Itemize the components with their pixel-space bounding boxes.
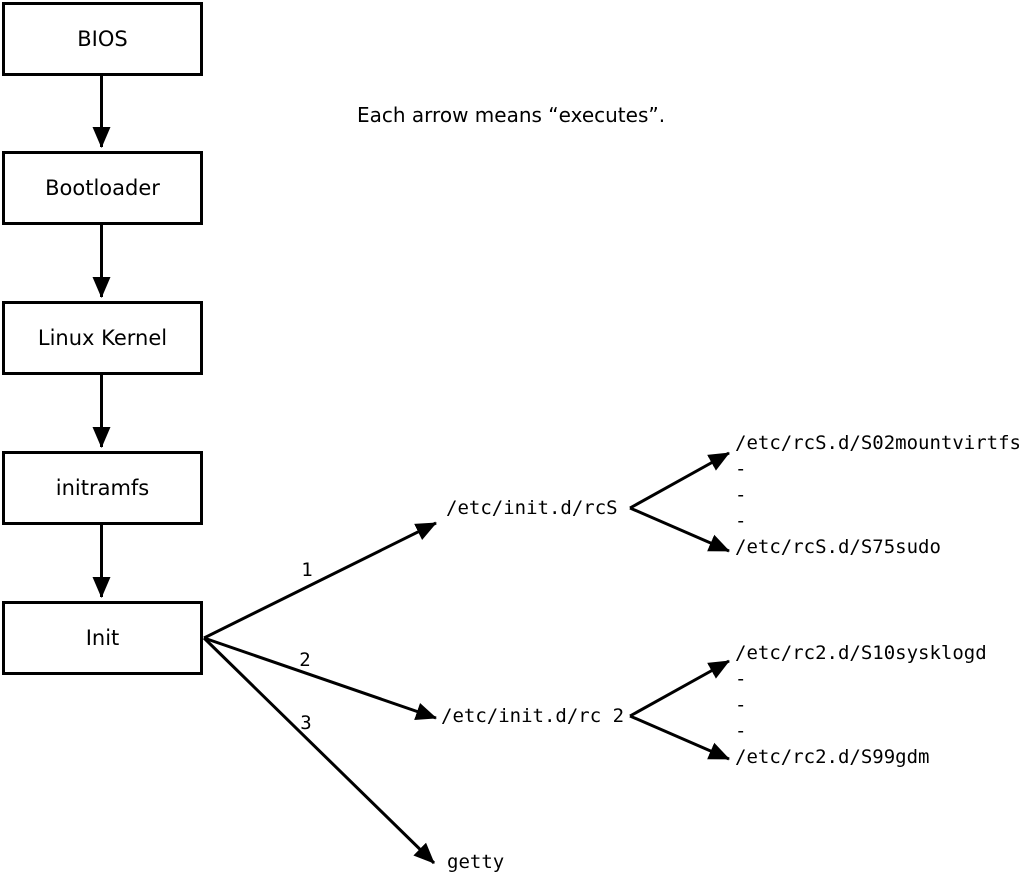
ellipsis-dash: - [735, 484, 747, 506]
note-text: Each arrow means “executes”. [357, 103, 666, 127]
box-initramfs-label: initramfs [55, 476, 150, 500]
arrow-rcS-to-S75sudo [629, 506, 730, 553]
box-bios: BIOS [2, 2, 203, 76]
box-bootloader-label: Bootloader [45, 176, 160, 200]
box-linux-kernel: Linux Kernel [2, 301, 203, 375]
label-rcS-child: /etc/rcS.d/S75sudo [735, 536, 941, 558]
rc2-children: /etc/rc2.d/S10sysklogd - - - /etc/rc2.d/… [735, 640, 987, 770]
edge-label-1: 1 [301, 559, 313, 581]
edge-label-2: 2 [299, 649, 311, 671]
label-rc2-child: /etc/rc2.d/S99gdm [735, 746, 930, 768]
ellipsis-dash: - [735, 458, 747, 480]
arrow-init-to-rc2 [203, 636, 437, 720]
box-init: Init [2, 601, 203, 675]
label-rc2-child: /etc/rc2.d/S10sysklogd [735, 642, 987, 664]
box-init-label: Init [85, 626, 120, 650]
arrow-rc2-to-S99gdm [629, 714, 730, 761]
edge-label-3: 3 [300, 712, 312, 734]
label-rcS-child: /etc/rcS.d/S02mountvirtfs [735, 432, 1021, 454]
box-linux-kernel-label: Linux Kernel [37, 326, 168, 350]
box-bootloader: Bootloader [2, 151, 203, 225]
label-getty: getty [447, 851, 505, 873]
ellipsis-dash: - [735, 720, 747, 742]
arrow-rc2-to-S10sysklogd [629, 659, 730, 718]
arrow-init-to-getty [202, 636, 436, 865]
ellipsis-dash: - [735, 694, 747, 716]
label-etc-init-d-rcS: /etc/init.d/rcS [446, 497, 618, 519]
label-etc-init-d-rc2: /etc/init.d/rc 2 [441, 705, 625, 727]
ellipsis-dash: - [735, 510, 747, 532]
arrow-rcS-to-S02mountvirtfs [629, 451, 730, 510]
rcS-children: /etc/rcS.d/S02mountvirtfs - - - /etc/rcS… [735, 430, 1021, 560]
box-initramfs: initramfs [2, 451, 203, 525]
box-bios-label: BIOS [77, 27, 128, 51]
ellipsis-dash: - [735, 668, 747, 690]
arrow-init-to-rcS [203, 521, 437, 640]
